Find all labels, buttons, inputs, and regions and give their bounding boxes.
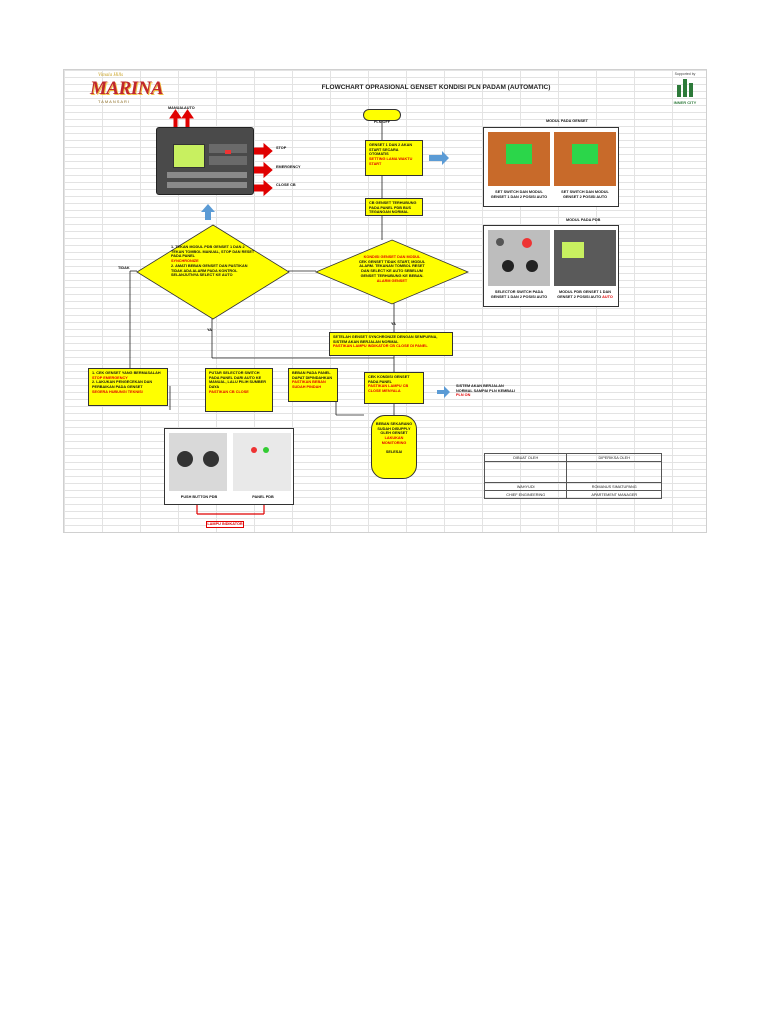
start-text: PLN OFF xyxy=(373,120,391,124)
decision-diamond-left xyxy=(136,224,290,320)
caption-switch: PUSH BUTTON PDB xyxy=(180,495,218,499)
sig-header-2: DIPERIKSA OLEH xyxy=(566,453,662,462)
diamond-left-text: 1. TEKAN MODUL PDB GENSET 1 DAN 2 TEKAN … xyxy=(171,245,255,278)
panel-genset-title: MODUL PADA GENSET xyxy=(546,119,588,123)
end-red: LAKUKAN MONITORING xyxy=(381,436,407,445)
cb-genset-text: CB GENSET TERHUBUNG PADA PANEL PDB BUS T… xyxy=(369,201,417,215)
genset-start-red: SETTING LAMA WAKTU START xyxy=(369,157,413,166)
diamond-right-body: CEK GENSET TIDAK START, MODUL ALARM. TEK… xyxy=(358,259,426,278)
label-auto: AUTO xyxy=(184,106,195,110)
pdb-selector-photo xyxy=(488,230,550,286)
problem-body: 2. LAKUKAN PENGECEKAN DAN PERBAIKAN PADA… xyxy=(92,380,153,390)
cap-pdb-2: MODUL PDB GENSET 1 DAN GENSET 2 POSISI A… xyxy=(554,290,616,299)
genset-module-1-photo xyxy=(488,132,550,186)
sponsor-name: INNER CITY xyxy=(673,100,697,105)
sponsor-label: Supported by xyxy=(674,72,696,76)
beban-text: BEBAN PADA PANEL DAPAT DIPINDAHKAN xyxy=(292,371,333,380)
sig-name-1: WAHYUDI xyxy=(483,482,568,491)
sig-header-1: DIBUAT OLEH xyxy=(483,453,568,462)
marina-logo: Vimala Hills MARINA TAMANSARI xyxy=(86,72,164,106)
genset-start-text: GENSET 1 DAN 2 AKAN START SECARA OTOMATI… xyxy=(369,143,413,157)
genset-start-box: GENSET 1 DAN 2 AKAN START SECARA OTOMATI… xyxy=(365,140,423,176)
note-right-text: SISTEM AKAN BERJALAN NORMAL SAMPAI PLN K… xyxy=(456,384,516,393)
sig-name-2: ROMANUS SIMATUPANG xyxy=(566,482,662,491)
caption-note: LAMPU INDIKATOR xyxy=(206,521,244,528)
problem-genset-box: 1. CEK GENSET YANG BERMASALAH STOP EMERG… xyxy=(88,368,168,406)
sync-text: SETELAH GENSET SYNCHRONIZE DENGAN SEMPUR… xyxy=(333,335,438,344)
label-manual: MANUAL xyxy=(168,106,185,110)
label-emergency: EMERGENCY xyxy=(276,165,301,169)
label-close-cb: CLOSE CB xyxy=(276,183,296,187)
flowchart-sheet: Vimala Hills MARINA TAMANSARI FLOWCHART … xyxy=(63,69,707,533)
logo-top-text: Vimala Hills xyxy=(98,73,124,78)
sync-red: PASTIKAN LAMPU INDIKATOR CB CLOSE DI PAN… xyxy=(333,344,428,349)
table-row: DIBUAT OLEH DIPERIKSA OLEH xyxy=(483,453,662,462)
diamond-right-text: KONDISI GENSET DAN MODUL CEK GENSET TIDA… xyxy=(356,255,428,283)
end-text-2: SELESAI xyxy=(385,449,403,454)
decision-diamond-right xyxy=(314,239,470,305)
diamond-right-red: ALARM GENSET xyxy=(376,278,408,283)
selector-red: PASTIKAN CB CLOSE xyxy=(209,389,249,394)
sig-role-1: CHIEF ENGINEERING xyxy=(483,490,568,499)
cb-genset-box: CB GENSET TERHUBUNG PADA PANEL PDB BUS T… xyxy=(365,198,423,216)
selector-text: PUTAR SELECTOR SWITCH PADA PANEL DARI AU… xyxy=(209,371,266,390)
cap-genset-2: SET SWITCH DAN MODUL GENSET 2 POSISI AUT… xyxy=(561,190,609,199)
start-terminal: PLN OFF xyxy=(363,109,401,124)
genset-controller-image xyxy=(156,127,254,195)
selector-switch-box: PUTAR SELECTOR SWITCH PADA PANEL DARI AU… xyxy=(205,368,273,412)
caption-panel: PANEL PDB xyxy=(252,495,274,499)
problem-red2: SEGERA HUBUNGI TEKNISI xyxy=(92,389,143,394)
cap-pdb-1: SELECTOR SWITCH PADA GENSET 1 DAN 2 POSI… xyxy=(490,290,548,299)
table-row: CHIEF ENGINEERING APARTEMENT MANAGER xyxy=(483,490,662,499)
panel-photo xyxy=(233,433,291,491)
beban-red: PASTIKAN BEBAN SUDAH PINDAH xyxy=(292,380,326,390)
end-terminal: BEBAN SEKARANG SUDAH DISUPPLY OLEH GENSE… xyxy=(371,415,417,479)
logo-sub-text: TAMANSARI xyxy=(98,99,131,104)
cek-red: PASTIKAN LAMPU CB CLOSE MENYALA xyxy=(368,384,409,394)
page-title: FLOWCHART OPRASIONAL GENSET KONDISI PLN … xyxy=(321,84,551,91)
sync-box: SETELAH GENSET SYNCHRONIZE DENGAN SEMPUR… xyxy=(329,332,453,356)
table-row xyxy=(483,461,662,483)
genset-module-panel: SET SWITCH DAN MODUL GENSET 1 DAN 2 POSI… xyxy=(483,127,619,207)
diamond-right-title: KONDISI GENSET DAN MODUL xyxy=(363,255,421,259)
genset-module-2-photo xyxy=(554,132,616,186)
cap-pdb-2-red: AUTO xyxy=(602,294,613,299)
table-row: WAHYUDI ROMANUS SIMATUPANG xyxy=(483,482,662,491)
logo-main-text: MARINA xyxy=(90,78,164,99)
label-tidak: TIDAK xyxy=(118,266,130,270)
pdb-module-panel: SELECTOR SWITCH PADA GENSET 1 DAN 2 POSI… xyxy=(483,225,619,307)
diamond-left-red: SYNCHRONIZE xyxy=(171,259,199,264)
controller-lcd xyxy=(173,144,205,168)
beban-pindah-box: BEBAN PADA PANEL DAPAT DIPINDAHKAN PASTI… xyxy=(288,368,338,402)
status-led-icon xyxy=(225,150,231,154)
label-ya-2: YA xyxy=(391,322,396,326)
note-right: SISTEM AKAN BERJALAN NORMAL SAMPAI PLN K… xyxy=(456,384,516,398)
label-stop: STOP xyxy=(276,146,287,150)
push-button-photo xyxy=(169,433,227,491)
sig-role-2: APARTEMENT MANAGER xyxy=(566,490,662,499)
diamond-left-title: 1. TEKAN MODUL PDB GENSET 1 DAN 2 TEKAN … xyxy=(171,245,255,259)
red-arrows xyxy=(169,109,273,515)
problem-text: 1. CEK GENSET YANG BERMASALAH xyxy=(92,371,161,375)
pdb-photo-panel: PUSH BUTTON PDB PANEL PDB xyxy=(164,428,294,505)
signature-table: DIBUAT OLEH DIPERIKSA OLEH WAHYUDI ROMAN… xyxy=(483,453,662,499)
cap-genset-1: SET SWITCH DAN MODUL GENSET 1 DAN 2 POSI… xyxy=(490,190,548,199)
label-ya: YA xyxy=(207,328,212,332)
end-text: BEBAN SEKARANG SUDAH DISUPPLY OLEH GENSE… xyxy=(375,422,413,436)
diamond-left-body: 2. AMATI BEBAN GENSET DAN PASTIKAN TIDAK… xyxy=(171,263,248,278)
pdb-module-photo xyxy=(554,230,616,286)
problem-red: STOP EMERGENCY xyxy=(92,375,128,380)
building-icon xyxy=(677,79,693,97)
cek-kondisi-box: CEK KONDISI GENSET PADA PANEL PASTIKAN L… xyxy=(364,372,424,404)
sponsor-logo: Supported by INNER CITY xyxy=(668,72,702,108)
cap-pdb-2-text: MODUL PDB GENSET 1 DAN GENSET 2 POSISI A… xyxy=(557,290,612,299)
note-right-red: PLN ON xyxy=(456,393,471,398)
cek-text: CEK KONDISI GENSET PADA PANEL xyxy=(368,375,410,384)
panel-pdb-title: MODUL PADA PDB xyxy=(566,218,601,222)
